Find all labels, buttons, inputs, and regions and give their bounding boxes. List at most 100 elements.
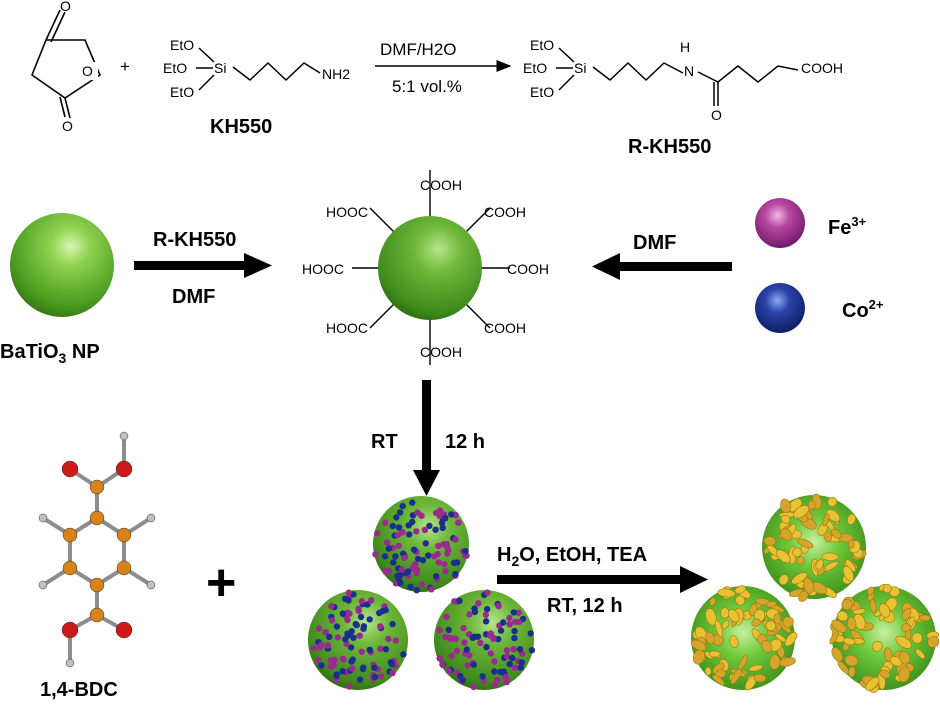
- ion-dot: [433, 573, 440, 580]
- ion-dot: [471, 633, 478, 640]
- carboxylic-acid: COOH: [801, 60, 843, 76]
- ion-dot: [475, 600, 482, 607]
- ion-dot: [388, 660, 395, 668]
- shell-flake: [778, 574, 789, 586]
- ion-dot: [477, 639, 484, 647]
- hydrogen-atom: [146, 513, 156, 523]
- ion-dot: [442, 633, 449, 641]
- shell-flake: [782, 616, 794, 628]
- ion-dot: [344, 616, 351, 624]
- shell-flake: [927, 636, 940, 648]
- shell-flake: [842, 565, 854, 582]
- label-12h: 12 h: [445, 431, 485, 453]
- shell-flake: [780, 528, 793, 541]
- ion-dot: [360, 664, 367, 671]
- shell-flake: [846, 616, 857, 631]
- ion-dot: [418, 581, 426, 588]
- ion-dot: [392, 553, 399, 560]
- ion-dot: [396, 509, 404, 516]
- ion-dot: [385, 635, 392, 643]
- ion-dot: [347, 644, 355, 651]
- co-ion-sphere: [755, 283, 805, 333]
- ion-dot: [345, 589, 352, 596]
- ion-dot: [482, 611, 489, 618]
- bdc-linker-molecule: [38, 431, 156, 668]
- shell-flake: [848, 539, 855, 549]
- ion-dot: [399, 529, 406, 536]
- ion-dot: [442, 515, 449, 522]
- fe-ion-label: Fe3+: [828, 214, 867, 239]
- ion-dot: [389, 620, 396, 628]
- shell-flake: [717, 588, 736, 598]
- shell-flake: [879, 669, 891, 679]
- ion-dot: [385, 545, 392, 552]
- ion-dot: [443, 613, 450, 620]
- ion-dot: [410, 546, 418, 553]
- shell-flake: [780, 514, 791, 524]
- shell-flake: [843, 637, 856, 646]
- shell-flake: [753, 673, 766, 683]
- shell-flake: [708, 650, 721, 658]
- ion-dot: [451, 559, 458, 566]
- shell-flake: [830, 528, 842, 539]
- ion-dot: [390, 559, 397, 566]
- ion-dot: [452, 536, 459, 543]
- batio3-label: BaTiO3 NP: [0, 341, 100, 366]
- ion-dot: [510, 646, 517, 653]
- ion-dot: [366, 616, 373, 623]
- shell-flake: [765, 601, 777, 608]
- shell-flake: [901, 608, 912, 621]
- shell-flake: [775, 549, 791, 564]
- ion-dot: [452, 571, 459, 578]
- ion-dot: [328, 617, 336, 624]
- ion-dot: [315, 625, 323, 632]
- ion-dot: [360, 625, 367, 632]
- carbonyl-oxygen-top: O: [60, 0, 71, 14]
- shell-flake: [704, 666, 712, 676]
- ion-dot: [382, 606, 389, 614]
- shell-flake: [796, 556, 805, 565]
- ion-dot: [471, 608, 479, 615]
- ion-dot: [374, 530, 381, 537]
- ion-dot: [331, 656, 338, 663]
- shell-flake: [852, 608, 867, 615]
- ion-dot: [441, 561, 448, 568]
- ion-dot: [439, 661, 446, 668]
- cooh-left: HOOC: [302, 261, 344, 277]
- carbon-atom: [89, 607, 105, 623]
- shell-flake: [709, 597, 716, 606]
- ion-dot: [451, 598, 458, 605]
- cooh-functionalized-nanoparticle: COOH COOH COOH COOH HOOC HOOC HOOC COOH: [302, 170, 549, 365]
- carbon-atom: [116, 560, 132, 576]
- ion-dot: [401, 554, 408, 562]
- ion-dot: [515, 609, 522, 616]
- shell-flake: [826, 509, 841, 523]
- co-ion-label: Co2+: [842, 297, 884, 322]
- ion-dot: [436, 507, 444, 514]
- shell-flake: [831, 619, 847, 633]
- shell-flake: [784, 631, 798, 647]
- ion-dot: [484, 589, 491, 596]
- shell-flake: [883, 647, 893, 662]
- oxygen-atom: [61, 621, 79, 639]
- shell-flake: [705, 631, 715, 645]
- ion-dot: [358, 597, 366, 605]
- cooh-top: COOH: [420, 177, 462, 193]
- ion-dot: [466, 611, 473, 618]
- shell-growth-arrow: H2O, EtOH, TEA RT, 12 h: [497, 544, 708, 617]
- ion-dot: [381, 553, 389, 560]
- ion-dot: [385, 567, 393, 575]
- ion-dot: [497, 668, 504, 676]
- shell-flake: [807, 500, 816, 510]
- ion-dot: [482, 618, 490, 625]
- eto-group-1: EtO: [170, 37, 194, 53]
- ion-dot: [511, 664, 519, 672]
- ion-dot: [443, 541, 450, 548]
- shell-flake: [727, 609, 740, 623]
- shell-flake: [802, 577, 814, 594]
- ion-dot: [511, 634, 518, 642]
- ion-dot: [371, 673, 379, 681]
- ion-addition-arrow: DMF: [592, 232, 732, 280]
- shell-flake: [889, 586, 900, 598]
